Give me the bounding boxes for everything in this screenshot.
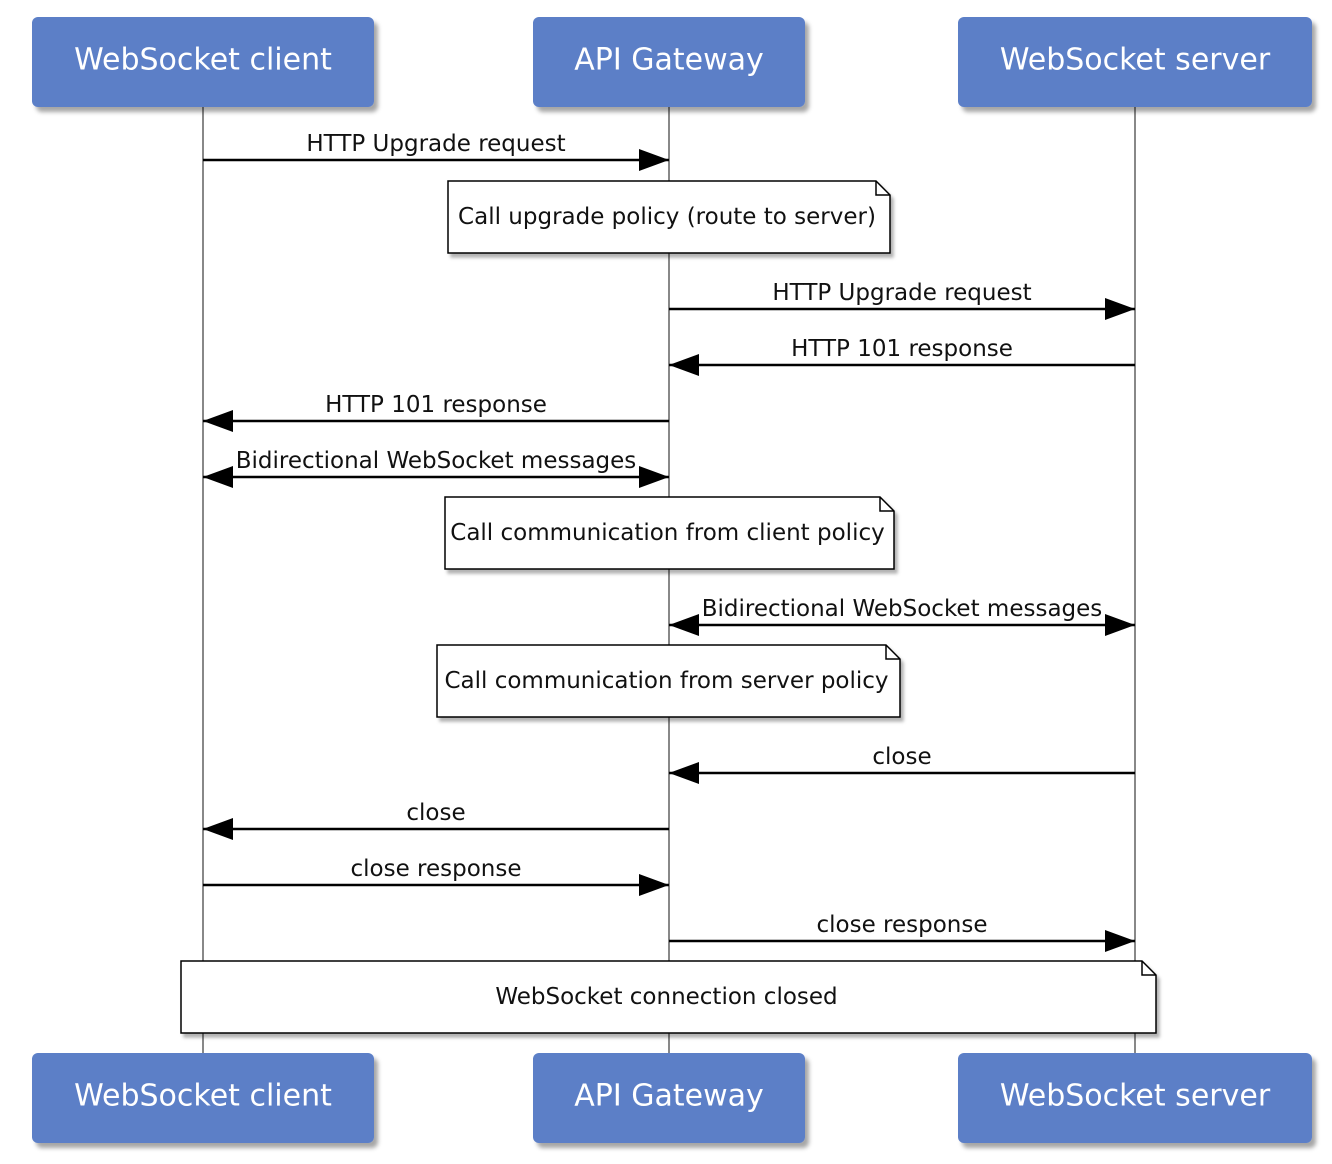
participant-box [533, 17, 805, 107]
note-fold [879, 497, 894, 512]
participant-gateway-top: API Gateway [533, 17, 805, 107]
message: close response [203, 856, 669, 896]
note: Call upgrade policy (route to server) [447, 180, 891, 254]
participant-label: WebSocket server [1000, 43, 1271, 78]
message: close [669, 744, 1135, 784]
notes: Call upgrade policy (route to server) Cal… [180, 180, 1157, 1034]
message: Bidirectional WebSocket messages [203, 448, 669, 488]
note-label: Call communication from client policy [450, 520, 884, 546]
note: WebSocket connection closed [180, 960, 1157, 1034]
lifelines [202, 107, 1136, 1053]
note: Call communication from server policy [436, 644, 901, 718]
note-box [447, 180, 891, 254]
note-box [444, 496, 895, 570]
arrowhead [203, 466, 233, 488]
message-label: close [872, 744, 931, 770]
arrowhead [1105, 298, 1135, 320]
participant-server-bottom: WebSocket server [958, 1053, 1312, 1143]
participant-label: WebSocket client [74, 1079, 332, 1114]
participant-label: API Gateway [574, 43, 764, 78]
arrowhead [669, 614, 699, 636]
message: close response [669, 912, 1135, 952]
note-label: Call communication from server policy [444, 668, 888, 694]
message-label: Bidirectional WebSocket messages [702, 596, 1103, 622]
note-label: Call upgrade policy (route to server) [458, 204, 876, 230]
participant-box [32, 17, 374, 107]
message-label: HTTP Upgrade request [306, 131, 565, 157]
participant-label: WebSocket client [74, 43, 332, 78]
arrowhead [669, 354, 699, 376]
participant-label: API Gateway [574, 1079, 764, 1114]
message: HTTP 101 response [669, 336, 1135, 376]
message-label: HTTP Upgrade request [772, 280, 1031, 306]
participant-box [32, 1053, 374, 1143]
participant-label: WebSocket server [1000, 1079, 1271, 1114]
message-label: HTTP 101 response [325, 392, 547, 418]
arrowhead [203, 818, 233, 840]
note-label: WebSocket connection closed [495, 984, 837, 1010]
message-label: close response [816, 912, 987, 938]
participant-client-top: WebSocket client [32, 17, 374, 107]
message: HTTP Upgrade request [203, 131, 669, 171]
note-fold [1141, 961, 1156, 976]
note-fold [885, 645, 900, 660]
participant-box [533, 1053, 805, 1143]
message-label: Bidirectional WebSocket messages [236, 448, 637, 474]
arrowhead [639, 466, 669, 488]
arrowhead [669, 762, 699, 784]
note: Call communication from client policy [444, 496, 895, 570]
note-box [180, 960, 1157, 1034]
message: close [203, 800, 669, 840]
message: HTTP Upgrade request [669, 280, 1135, 320]
participant-box [958, 1053, 1312, 1143]
arrowhead [1105, 614, 1135, 636]
arrowhead [1105, 930, 1135, 952]
note-fold [875, 181, 890, 196]
message-label: close response [350, 856, 521, 882]
message-label: close [406, 800, 465, 826]
arrowhead [639, 149, 669, 171]
participant-box [958, 17, 1312, 107]
participant-server-top: WebSocket server [958, 17, 1312, 107]
message: Bidirectional WebSocket messages [669, 596, 1135, 636]
arrowhead [639, 874, 669, 896]
message: HTTP 101 response [203, 392, 669, 432]
note-box [436, 644, 901, 718]
arrowhead [203, 410, 233, 432]
message-label: HTTP 101 response [791, 336, 1013, 362]
participant-gateway-bottom: API Gateway [533, 1053, 805, 1143]
participant-client-bottom: WebSocket client [32, 1053, 374, 1143]
